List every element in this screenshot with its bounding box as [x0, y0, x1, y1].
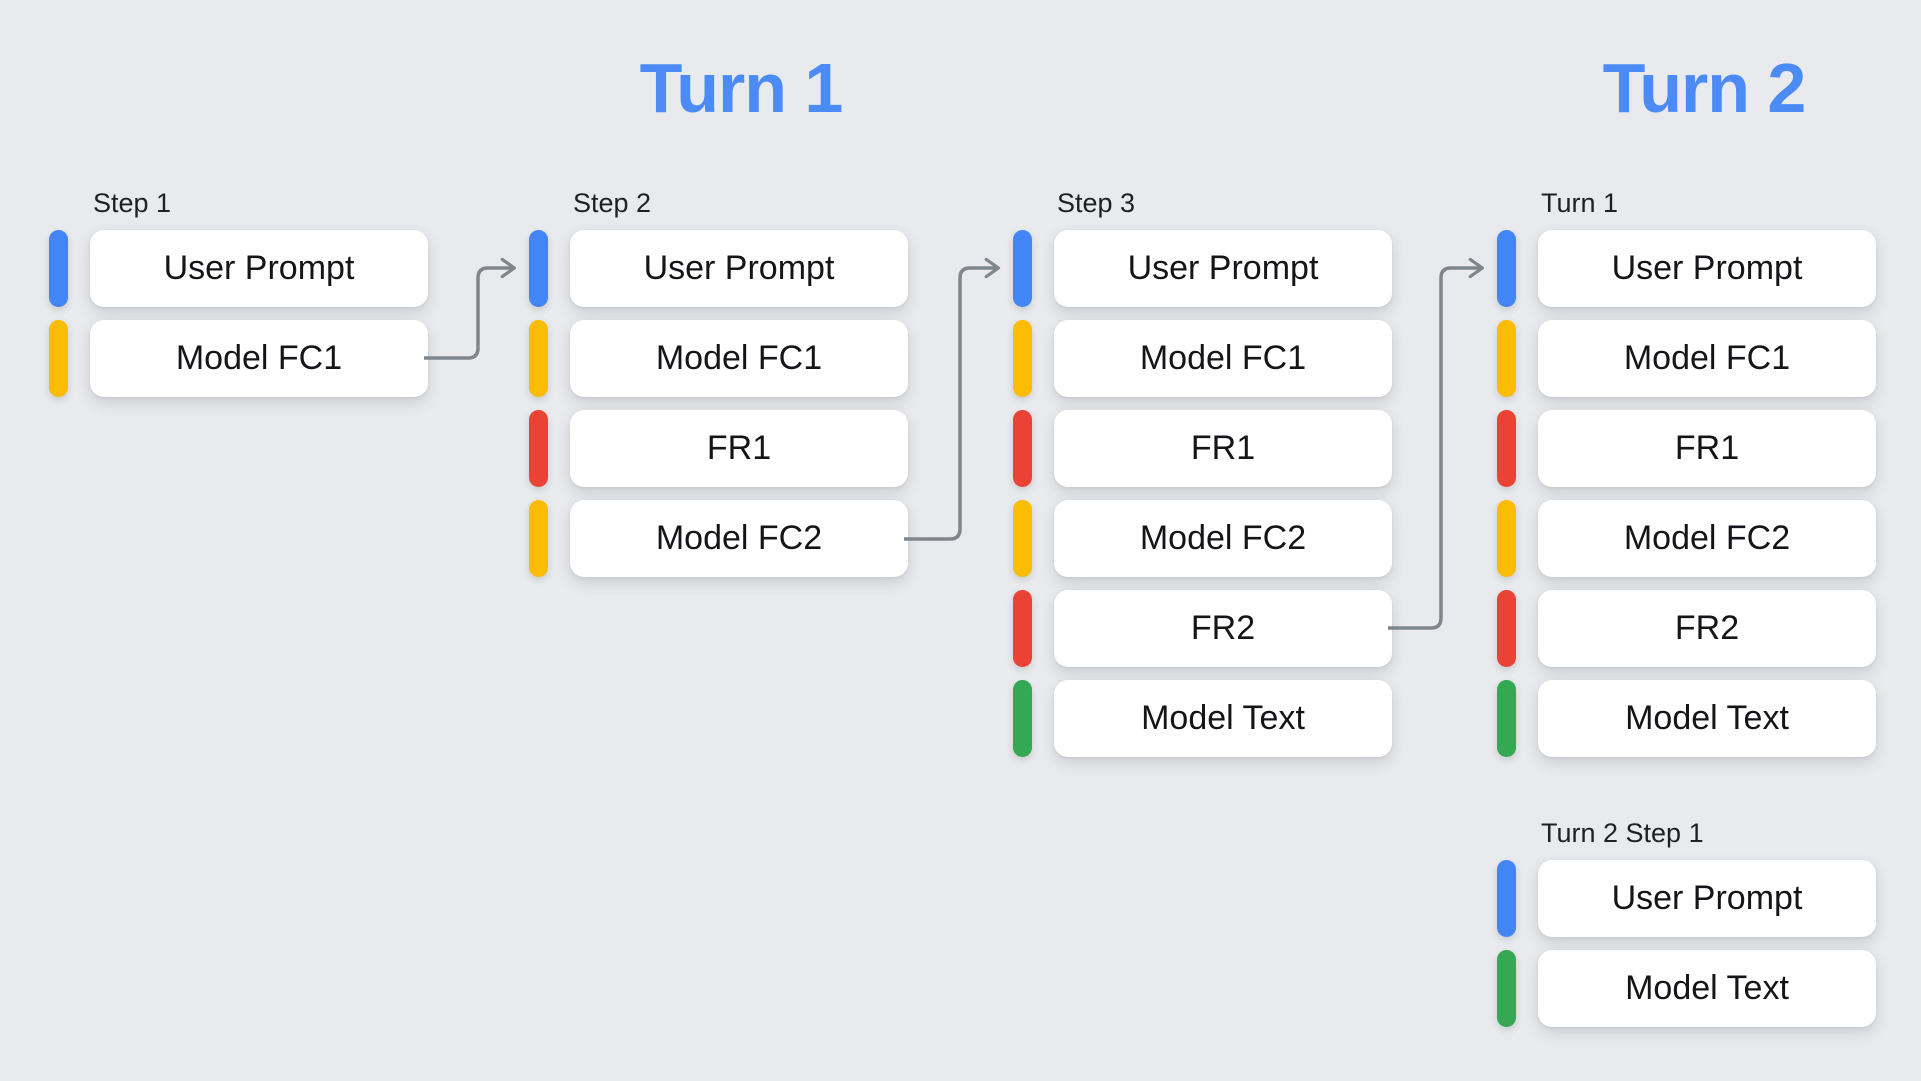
diagram-row: FR1: [1013, 410, 1393, 487]
card-model-text: Model Text: [1538, 950, 1876, 1027]
red-bar: [1013, 590, 1032, 667]
turn2-title: Turn 2: [1602, 49, 1807, 127]
card-fr1: FR1: [1538, 410, 1876, 487]
yellow-bar: [529, 320, 548, 397]
diagram-row: Model FC2: [1497, 500, 1877, 577]
diagram-row: User Prompt: [1013, 230, 1393, 307]
yellow-bar: [1497, 320, 1516, 397]
green-bar: [1013, 680, 1032, 757]
arrow-step2-modelfc2-to-step3-userprompt: [904, 257, 1001, 541]
diagram-row: Model FC1: [1497, 320, 1877, 397]
card-model-fc2: Model FC2: [1538, 500, 1876, 577]
green-bar: [1497, 950, 1516, 1027]
blue-bar: [1497, 860, 1516, 937]
diagram-row: Model FC2: [529, 500, 909, 577]
card-user-prompt: User Prompt: [1538, 230, 1876, 307]
card-fr1: FR1: [570, 410, 908, 487]
card-model-fc2: Model FC2: [570, 500, 908, 577]
diagram-row: User Prompt: [1497, 860, 1877, 937]
blue-bar: [529, 230, 548, 307]
yellow-bar: [1013, 500, 1032, 577]
card-fr2: FR2: [1538, 590, 1876, 667]
green-bar: [1497, 680, 1516, 757]
arrow-step1-modelfc1-to-step2-userprompt: [424, 257, 517, 360]
diagram-row: FR1: [1497, 410, 1877, 487]
group-label: Turn 1: [1541, 188, 1619, 218]
yellow-bar: [529, 500, 548, 577]
blue-bar: [49, 230, 68, 307]
card-user-prompt: User Prompt: [570, 230, 908, 307]
diagram-row: Model Text: [1497, 680, 1877, 757]
diagram-row: Model Text: [1013, 680, 1393, 757]
card-model-fc1: Model FC1: [1054, 320, 1392, 397]
blue-bar: [1497, 230, 1516, 307]
red-bar: [1013, 410, 1032, 487]
diagram-row: Model Text: [1497, 950, 1877, 1027]
red-bar: [1497, 590, 1516, 667]
red-bar: [529, 410, 548, 487]
diagram-row: User Prompt: [529, 230, 909, 307]
card-model-text: Model Text: [1538, 680, 1876, 757]
diagram-row: FR2: [1497, 590, 1877, 667]
turn1-title: Turn 1: [639, 49, 844, 127]
group-label: Step 2: [573, 188, 652, 218]
group-label: Turn 2 Step 1: [1541, 818, 1704, 848]
diagram-row: FR2: [1013, 590, 1393, 667]
card-fr1: FR1: [1054, 410, 1392, 487]
diagram-row: Model FC1: [529, 320, 909, 397]
red-bar: [1497, 410, 1516, 487]
diagram-row: User Prompt: [1497, 230, 1877, 307]
diagram-row: FR1: [529, 410, 909, 487]
arrow-step3-fr2-to-turn1-userprompt: [1388, 257, 1485, 630]
card-model-fc1: Model FC1: [1538, 320, 1876, 397]
card-model-fc1: Model FC1: [570, 320, 908, 397]
blue-bar: [1013, 230, 1032, 307]
card-model-fc1: Model FC1: [90, 320, 428, 397]
card-model-fc2: Model FC2: [1054, 500, 1392, 577]
diagram-row: Model FC2: [1013, 500, 1393, 577]
yellow-bar: [1497, 500, 1516, 577]
diagram-row: User Prompt: [49, 230, 429, 307]
card-user-prompt: User Prompt: [90, 230, 428, 307]
group-label: Step 3: [1057, 188, 1136, 218]
group-label: Step 1: [93, 188, 172, 218]
card-user-prompt: User Prompt: [1054, 230, 1392, 307]
yellow-bar: [1013, 320, 1032, 397]
yellow-bar: [49, 320, 68, 397]
diagram-row: Model FC1: [1013, 320, 1393, 397]
diagram-row: Model FC1: [49, 320, 429, 397]
card-model-text: Model Text: [1054, 680, 1392, 757]
card-user-prompt: User Prompt: [1538, 860, 1876, 937]
card-fr2: FR2: [1054, 590, 1392, 667]
